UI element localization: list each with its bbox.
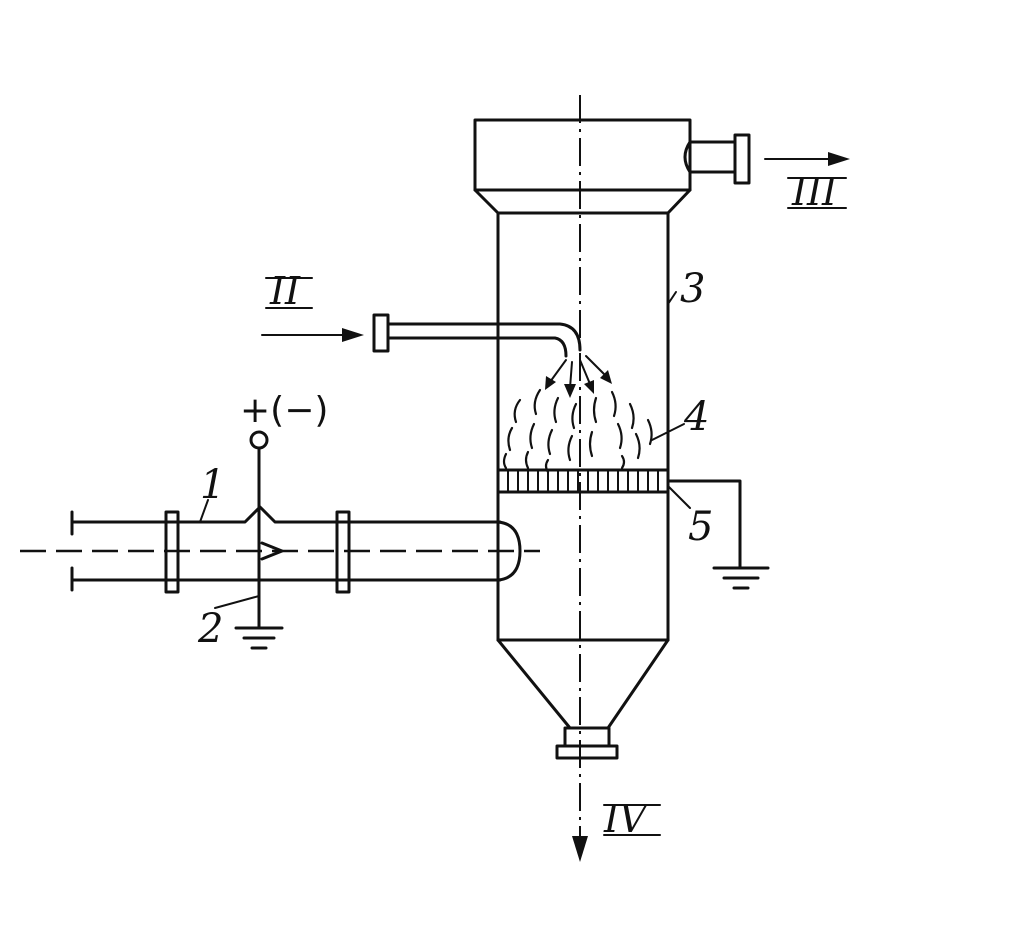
label-4: 4 [683,394,709,440]
electrode [234,430,284,650]
top-outlet-pipe [683,133,751,185]
inlet-pipe [372,313,582,358]
column-cone [496,638,670,730]
grid-ground [666,479,770,590]
label-polarity: +(−) [240,390,328,431]
label-5: 5 [688,504,713,550]
spray-arrows [545,355,612,398]
bottom-nozzle [563,726,611,748]
label-1: 1 [200,462,225,508]
label-3: 3 [680,266,705,312]
foam-layer [502,388,653,474]
column-head-taper [473,188,692,215]
inlet-arrow-ii [261,328,364,342]
feed-pipe [70,505,522,594]
label-2: 2 [197,606,223,652]
bottom-flange [555,744,619,760]
column-body [473,118,692,760]
terminal-circle [249,430,269,450]
outlet-arrow-iii [764,152,850,166]
roman-bars [265,177,847,836]
grid-plate [496,468,670,494]
label-ii: II [269,269,301,313]
outlet-arrow-iv [572,836,588,862]
column-head [473,118,692,192]
leader-lines [199,291,691,609]
